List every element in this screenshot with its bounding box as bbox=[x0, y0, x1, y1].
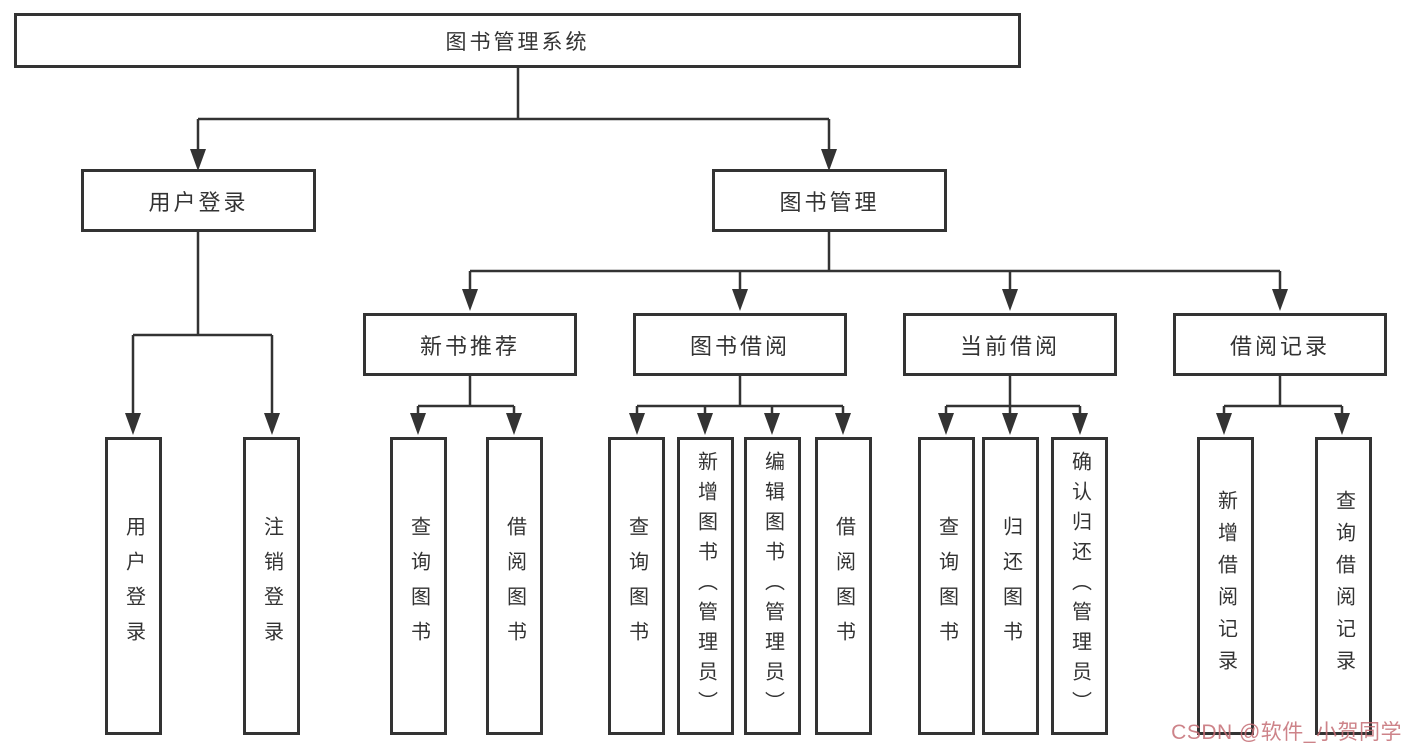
node-new-book-recommendation-label: 新书推荐 bbox=[419, 333, 520, 359]
leaf-query-borrow-record: 查询借阅记录 bbox=[1315, 437, 1372, 735]
leaf-borrow-books-label: 借阅图书 bbox=[832, 516, 855, 656]
connector-path-root-l2 bbox=[196, 68, 831, 166]
leaf-confirm-return-admin: 确认归还（管理员） bbox=[1051, 437, 1108, 735]
leaf-return-books: 归还图书 bbox=[982, 437, 1039, 735]
arrowheads bbox=[125, 149, 1350, 435]
leaf-query-books-recommend: 查询图书 bbox=[390, 437, 447, 735]
leaf-add-borrow-record: 新增借阅记录 bbox=[1197, 437, 1254, 735]
leaf-query-borrow-record-label: 查询借阅记录 bbox=[1332, 490, 1355, 682]
csdn-watermark: CSDN @软件_小贺同学 bbox=[1171, 721, 1402, 744]
connector-path-bookmgmt-l3 bbox=[468, 232, 1282, 306]
leaf-confirm-return-admin-label: 确认归还（管理员） bbox=[1068, 451, 1091, 721]
leaf-query-books-recommend-label: 查询图书 bbox=[407, 516, 430, 656]
leaf-add-book-admin-label: 新增图书（管理员） bbox=[694, 451, 717, 721]
connector-path-userlogin-leaves bbox=[131, 232, 274, 430]
node-book-borrowing-label: 图书借阅 bbox=[689, 333, 790, 359]
node-book-borrowing: 图书借阅 bbox=[633, 313, 847, 376]
node-borrowing-records: 借阅记录 bbox=[1173, 313, 1387, 376]
node-book-management-label: 图书管理 bbox=[779, 189, 880, 215]
connector-path-bookborrow-leaves bbox=[635, 376, 845, 430]
leaf-borrow-books: 借阅图书 bbox=[815, 437, 872, 735]
node-user-login: 用户登录 bbox=[81, 169, 316, 232]
leaf-logout-label: 注销登录 bbox=[260, 516, 283, 656]
node-root-system: 图书管理系统 bbox=[14, 13, 1021, 68]
leaf-logout: 注销登录 bbox=[243, 437, 300, 735]
leaf-query-books-borrow-label: 查询图书 bbox=[625, 516, 648, 656]
node-current-borrowing: 当前借阅 bbox=[903, 313, 1117, 376]
node-borrowing-records-label: 借阅记录 bbox=[1229, 333, 1330, 359]
node-new-book-recommendation: 新书推荐 bbox=[363, 313, 577, 376]
leaf-query-books-borrow: 查询图书 bbox=[608, 437, 665, 735]
leaf-borrow-books-recommend-label: 借阅图书 bbox=[503, 516, 526, 656]
connector-path-newbook-leaves bbox=[416, 376, 516, 430]
node-book-management: 图书管理 bbox=[712, 169, 947, 232]
leaf-return-books-label: 归还图书 bbox=[999, 516, 1022, 656]
leaf-add-borrow-record-label: 新增借阅记录 bbox=[1214, 490, 1237, 682]
leaf-query-books-current: 查询图书 bbox=[918, 437, 975, 735]
leaf-edit-book-admin-label: 编辑图书（管理员） bbox=[761, 451, 784, 721]
leaf-borrow-books-recommend: 借阅图书 bbox=[486, 437, 543, 735]
leaf-user-login: 用户登录 bbox=[105, 437, 162, 735]
leaf-query-books-current-label: 查询图书 bbox=[935, 516, 958, 656]
node-user-login-label: 用户登录 bbox=[148, 189, 249, 215]
node-root-label: 图书管理系统 bbox=[445, 30, 590, 54]
connector-path-borrowrecord-leaves bbox=[1222, 376, 1344, 430]
leaf-add-book-admin: 新增图书（管理员） bbox=[677, 437, 734, 735]
leaf-user-login-label: 用户登录 bbox=[122, 516, 145, 656]
leaf-edit-book-admin: 编辑图书（管理员） bbox=[744, 437, 801, 735]
node-current-borrowing-label: 当前借阅 bbox=[959, 333, 1060, 359]
